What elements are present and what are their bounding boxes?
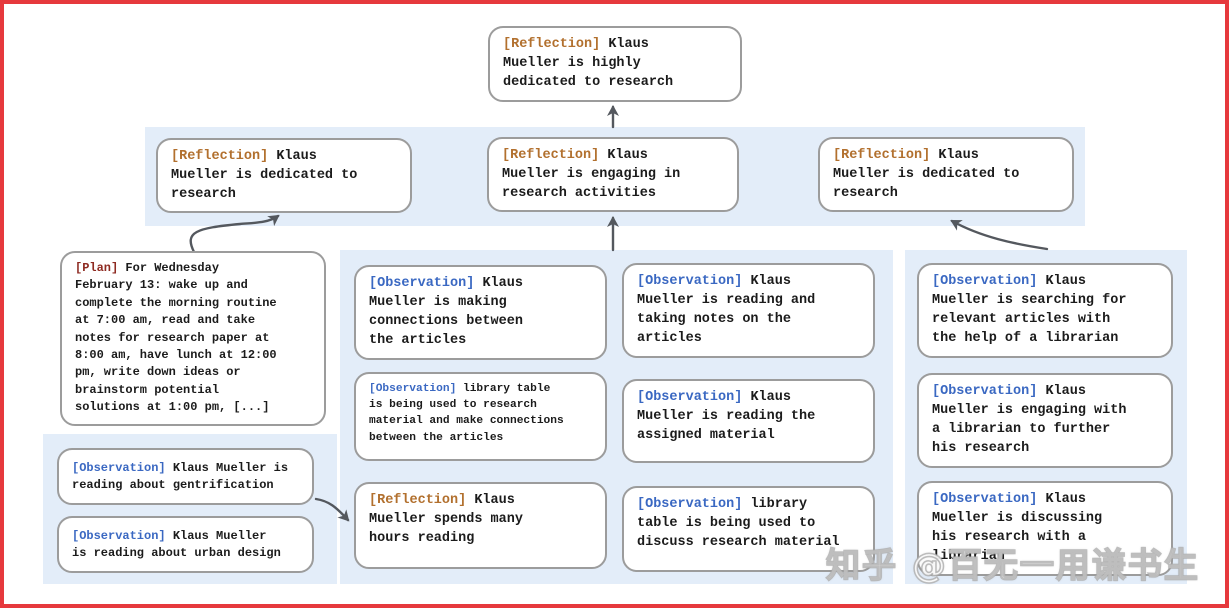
node-observation-engaging-librarian: [Observation] Klaus Mueller is engaging … — [917, 373, 1173, 468]
node-observation-taking-notes: [Observation] Klaus Mueller is reading a… — [622, 263, 875, 358]
node-observation-assigned-material: [Observation] Klaus Mueller is reading t… — [622, 379, 875, 463]
node-reflection-spends-hours-reading: [Reflection] Klaus Mueller spends many h… — [354, 482, 607, 569]
node-text: Klaus Mueller is dedicated to research — [171, 149, 358, 203]
node-text: Klaus Mueller is dedicated to research — [833, 148, 1020, 202]
node-text: Klaus Mueller is discussing his research… — [932, 492, 1103, 565]
reflection-tag: [Reflection] — [502, 148, 600, 163]
node-observation-urban-design: [Observation] Klaus Mueller is reading a… — [57, 516, 314, 573]
node-text: Klaus Mueller is engaging with a librari… — [932, 384, 1127, 457]
node-text: Klaus Mueller spends many hours reading — [369, 493, 523, 547]
observation-tag: [Observation] — [369, 383, 457, 395]
observation-tag: [Observation] — [72, 461, 166, 475]
arrow-rightband-to-right-reflection — [950, 219, 1049, 251]
observation-tag: [Observation] — [637, 497, 743, 512]
node-observation-discussing-librarian: [Observation] Klaus Mueller is discussin… — [917, 481, 1173, 576]
node-text: Klaus Mueller is making connections betw… — [369, 276, 523, 349]
reflection-tag: [Reflection] — [833, 148, 931, 163]
reflection-tag: [Reflection] — [369, 493, 467, 508]
node-reflection-root: [Reflection] Klaus Mueller is highly ded… — [488, 26, 742, 102]
node-plan: [Plan] For Wednesday February 13: wake u… — [60, 251, 326, 426]
node-observation-searching-articles: [Observation] Klaus Mueller is searching… — [917, 263, 1173, 358]
observation-tag: [Observation] — [72, 529, 166, 543]
node-text: For Wednesday February 13: wake up and c… — [75, 261, 277, 415]
node-reflection-middle: [Reflection] Klaus Mueller is engaging i… — [487, 137, 739, 213]
node-text: Klaus Mueller is searching for relevant … — [932, 274, 1127, 347]
node-text: library table is being used to research … — [369, 383, 564, 444]
node-observation-making-connections: [Observation] Klaus Mueller is making co… — [354, 265, 607, 360]
observation-tag: [Observation] — [932, 384, 1038, 399]
observation-tag: [Observation] — [932, 274, 1038, 289]
node-text: Klaus Mueller is highly dedicated to res… — [503, 37, 674, 91]
node-text: Klaus Mueller is engaging in research ac… — [502, 148, 681, 202]
arrow-plan-to-left-reflection — [189, 214, 280, 254]
node-text: Klaus Mueller is reading about urban des… — [72, 529, 281, 561]
node-text: library table is being used to discuss r… — [637, 497, 840, 551]
observation-tag: [Observation] — [369, 276, 475, 291]
observation-tag: [Observation] — [637, 390, 743, 405]
reflection-tag: [Reflection] — [171, 149, 269, 164]
plan-tag: [Plan] — [75, 261, 119, 275]
node-text: Klaus Mueller is reading and taking note… — [637, 274, 816, 347]
arrow-leftobs-to-reflection — [314, 497, 350, 522]
node-observation-gentrification: [Observation] Klaus Mueller is reading a… — [57, 448, 314, 505]
node-observation-library-table-research: [Observation] library table is being use… — [354, 372, 607, 461]
node-reflection-left: [Reflection] Klaus Mueller is dedicated … — [156, 138, 412, 214]
node-reflection-right: [Reflection] Klaus Mueller is dedicated … — [818, 137, 1074, 213]
node-observation-library-table-discuss: [Observation] library table is being use… — [622, 486, 875, 572]
node-text: Klaus Mueller is reading about gentrific… — [72, 461, 289, 493]
node-text: Klaus Mueller is reading the assigned ma… — [637, 390, 816, 444]
observation-tag: [Observation] — [637, 274, 743, 289]
observation-tag: [Observation] — [932, 492, 1038, 507]
reflection-tag: [Reflection] — [503, 37, 601, 52]
